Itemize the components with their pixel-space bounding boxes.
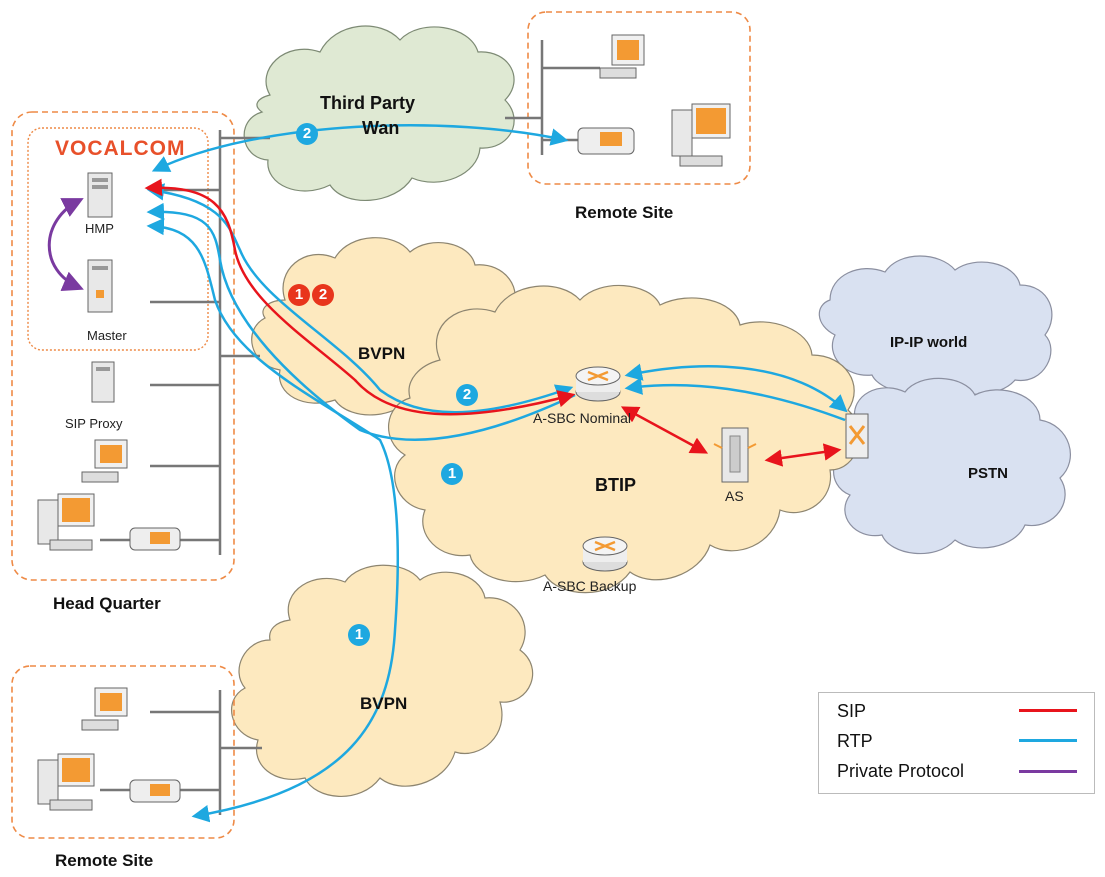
badge-bvpn-2: 2 [312, 284, 334, 306]
ip-world-label: IP-IP world [890, 334, 968, 351]
asbc-nominal-label: A-SBC Nominal [533, 410, 632, 426]
remote-bottom-workstation-icon [81, 687, 128, 731]
master-label: Master [87, 328, 127, 343]
badge-wan-2: 2 [296, 123, 318, 145]
asbc-nominal-router-icon [575, 366, 621, 402]
remote-bottom-desktop-pc-icon [37, 753, 95, 811]
master-server-icon [87, 259, 113, 313]
remote-site-top-label: Remote Site [575, 203, 674, 222]
asbc-backup-label: A-SBC Backup [543, 578, 637, 594]
legend-label-sip: SIP [837, 701, 867, 721]
hq-desktop-pc-icon [37, 493, 95, 551]
badge-rtp-2: 2 [456, 384, 478, 406]
cloud-pstn [833, 377, 1071, 555]
sip-links [144, 178, 842, 467]
legend-label-rtp: RTP [837, 731, 873, 751]
remote-top-desktop-pc-icon [671, 103, 731, 167]
sip-proxy-label: SIP Proxy [65, 416, 123, 431]
hq-boundary [11, 111, 235, 581]
badge-rtp-1: 1 [441, 463, 463, 485]
pstn-gateway-icon [845, 413, 869, 459]
badge-bvpn-1: 1 [288, 284, 310, 306]
legend-line-sip [1019, 709, 1077, 712]
remote-bottom-phone-icon [129, 779, 181, 803]
third-party-wan-label-line2: Wan [362, 118, 400, 138]
cloud-ip-world [818, 255, 1053, 395]
legend-label-private-protocol: Private Protocol [837, 761, 965, 781]
pstn-label: PSTN [968, 465, 1009, 482]
hq-phone-icon [129, 527, 181, 551]
bvpn-top-label: BVPN [358, 344, 406, 363]
legend: SIP RTP Private Protocol [818, 692, 1095, 794]
sip-proxy-server-icon [91, 361, 115, 403]
head-quarter-label: Head Quarter [53, 594, 161, 613]
hmp-label: HMP [85, 221, 114, 236]
badge-rtp-1-lower: 1 [348, 624, 370, 646]
hq-workstation-icon [81, 439, 128, 483]
remote-site-bottom-boundary [11, 665, 235, 839]
hq-inner-boundary [27, 127, 209, 351]
legend-line-private-protocol [1019, 770, 1077, 773]
hmp-server-icon [87, 172, 113, 218]
as-server-icon [713, 427, 757, 483]
remote-site-bottom-label: Remote Site [55, 851, 154, 870]
remote-top-phone-icon [577, 127, 635, 155]
legend-line-rtp [1019, 739, 1077, 742]
remote-site-top-boundary [527, 11, 751, 185]
cloud-bvpn-bottom [230, 564, 534, 797]
btip-label: BTIP [595, 475, 637, 495]
bvpn-bottom-label: BVPN [360, 694, 408, 713]
asbc-backup-router-icon [582, 536, 628, 572]
as-label: AS [725, 488, 744, 504]
private-protocol-link [47, 198, 84, 292]
remote-top-workstation-icon [599, 34, 645, 79]
vocalcom-logo: VOCALCOM [55, 137, 186, 160]
third-party-wan-label-line1: Third Party [320, 93, 416, 113]
